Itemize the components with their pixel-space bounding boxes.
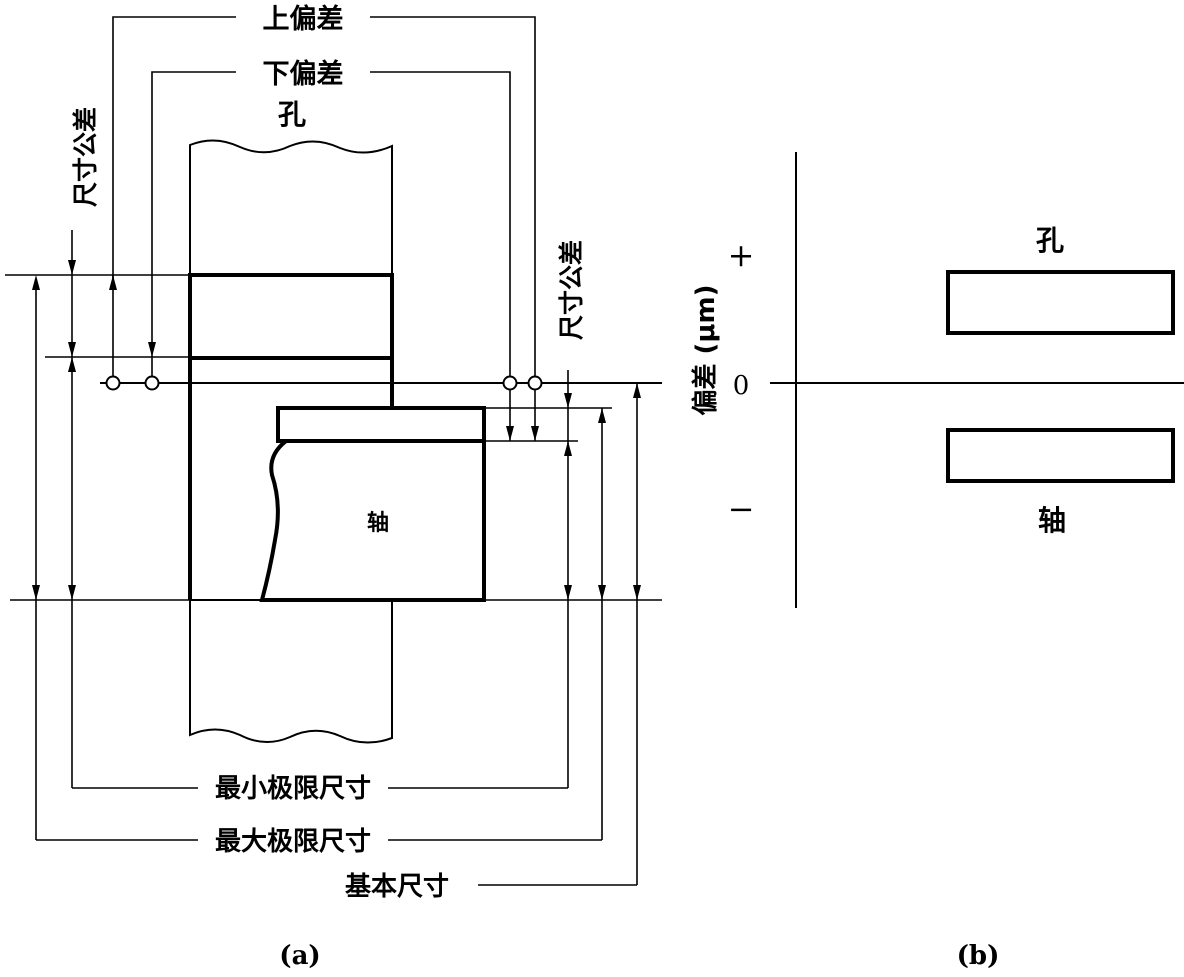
hole-zone-b (946, 270, 1175, 335)
basic-size-label: 基本尺寸 (345, 872, 449, 902)
shaft-tolerance-zone (276, 406, 486, 443)
shaft-label-a: 轴 (367, 510, 389, 536)
deviation-axis-label: 偏差 (μm) (690, 284, 721, 415)
upper-deviation-label: 上偏差 (263, 3, 344, 35)
shaft-zone-b (946, 428, 1175, 483)
shaft-body (259, 439, 486, 602)
max-limit-size-label: 最大极限尺寸 (215, 827, 371, 857)
hole-wall-upper (189, 139, 393, 276)
size-tolerance-left-label: 尺寸公差 (71, 107, 100, 207)
hole-tolerance-zone (188, 273, 394, 360)
lower-deviation-label: 下偏差 (263, 58, 344, 90)
hole-wall-lower (189, 599, 393, 744)
minus-sign: − (728, 490, 755, 528)
diagram-a: 上偏差 下偏差 孔 轴 尺寸公差 尺寸公差 最小极限尺寸 最大极限尺寸 基本尺寸… (5, 3, 662, 971)
diagram-b: + 0 − 偏差 (μm) 孔 轴 (b) (690, 152, 1184, 971)
plus-sign: + (728, 236, 755, 274)
hole-label-b: 孔 (1036, 224, 1064, 257)
caption-b: (b) (957, 941, 1000, 971)
caption-a: (a) (279, 941, 320, 971)
size-tolerance-right-label: 尺寸公差 (557, 240, 586, 340)
zero-label: 0 (733, 371, 750, 401)
min-limit-size-label: 最小极限尺寸 (215, 774, 371, 804)
hole-label-a: 孔 (278, 98, 306, 131)
shaft-label-b: 轴 (1038, 504, 1066, 537)
